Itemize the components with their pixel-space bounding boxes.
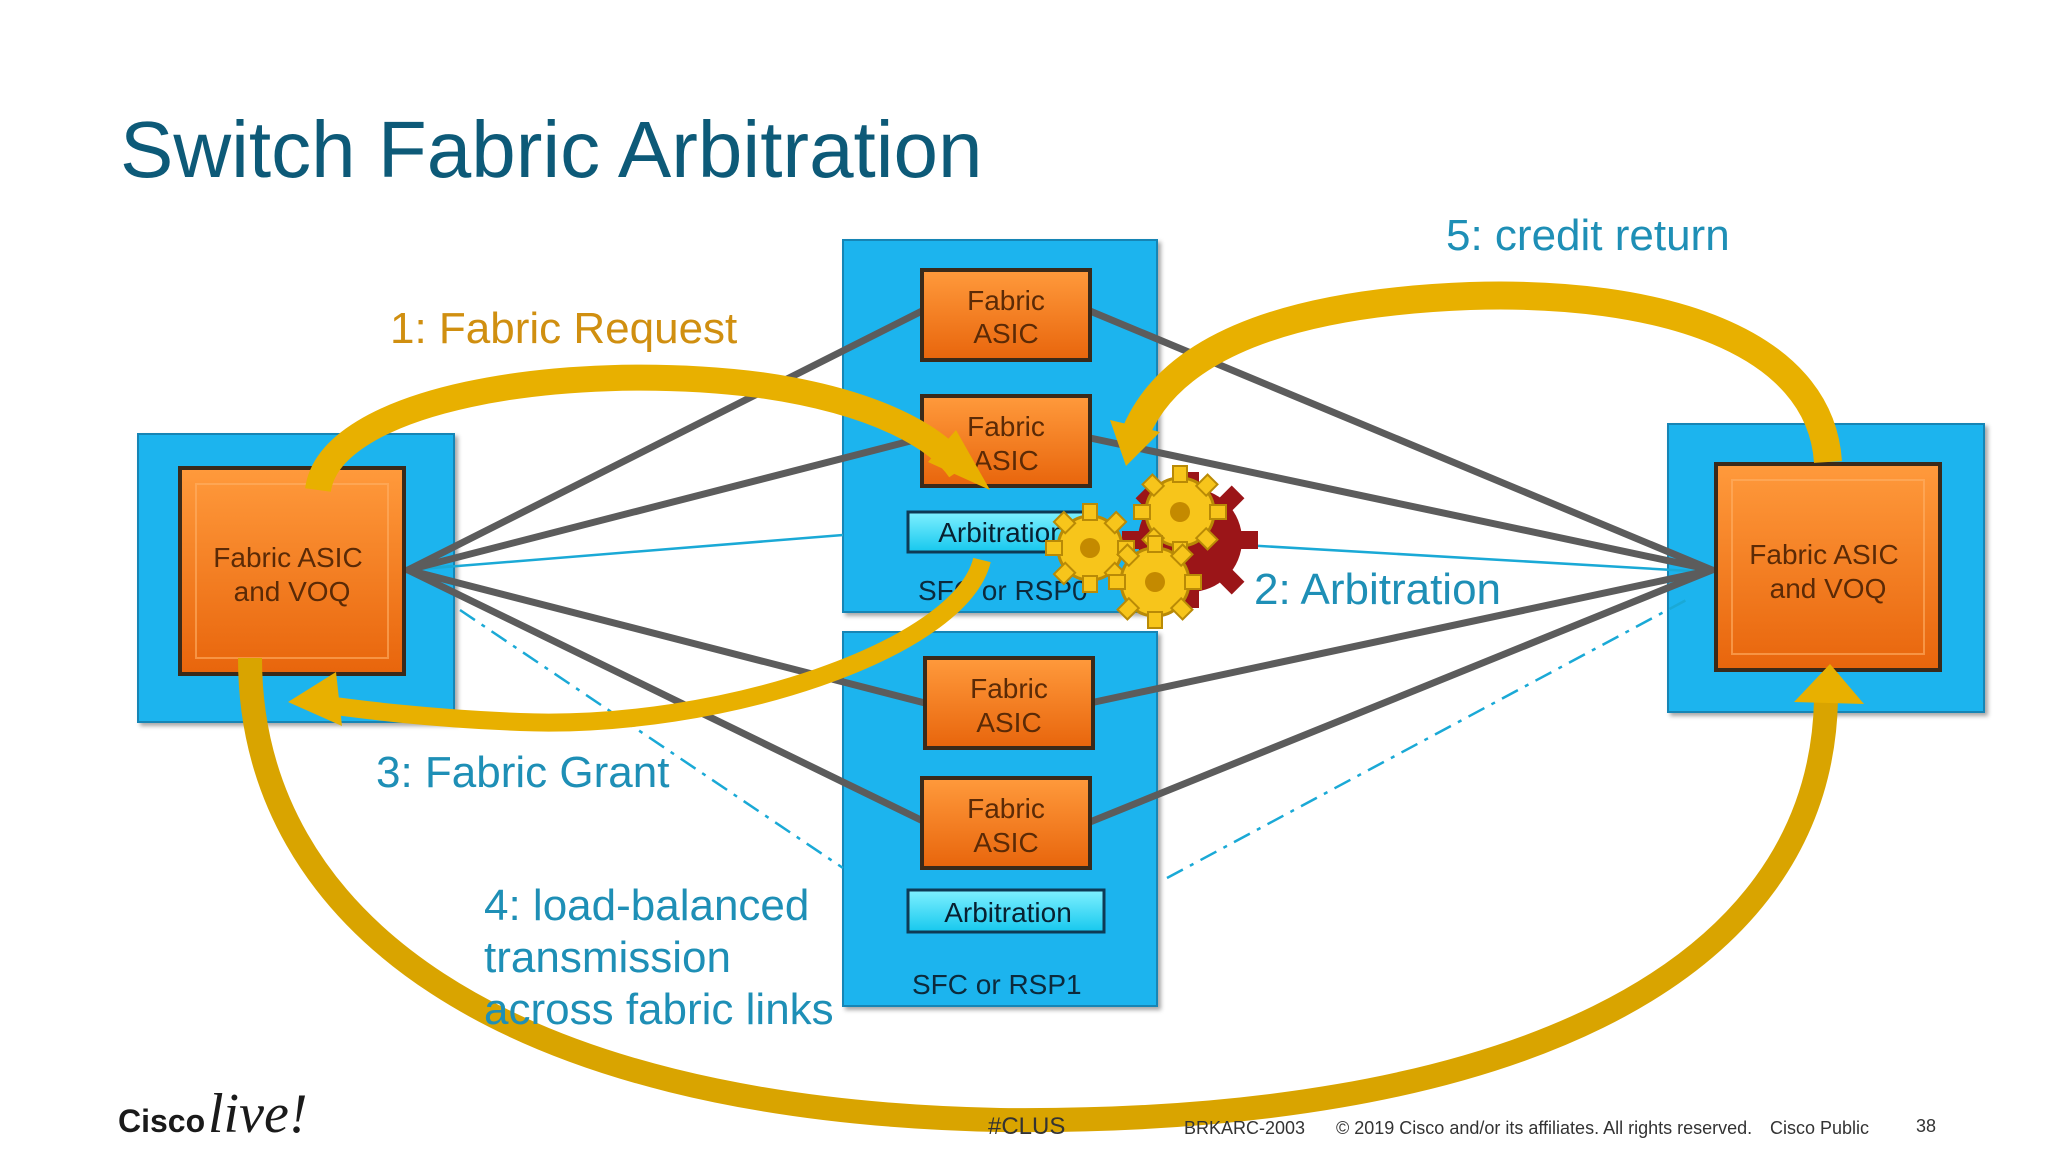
transmission-arrow <box>238 657 1838 1133</box>
page-number-text: 38 <box>1916 1116 1936 1136</box>
fabric-asic-1-line1: Fabric <box>967 285 1045 316</box>
fabric-request-arrow <box>305 364 971 493</box>
fabric-asic-4-line2: ASIC <box>973 827 1038 858</box>
left-linecard-label-line1: Fabric ASIC <box>213 542 362 573</box>
session-code-text: BRKARC-2003 <box>1184 1118 1305 1138</box>
fabric-asic-3-line1: Fabric <box>970 673 1048 704</box>
slide-title: Switch Fabric Arbitration <box>120 105 983 194</box>
cisco-logo-text: Cisco <box>118 1103 205 1139</box>
classification-text: Cisco Public <box>1770 1118 1869 1138</box>
arbitration-label-rsp0: Arbitration <box>938 517 1066 548</box>
step-2-label: 2: Arbitration <box>1254 565 1501 614</box>
left-linecard-label-line2: and VOQ <box>234 576 351 607</box>
step-4-label-line2: transmission <box>484 933 731 982</box>
right-linecard-label-line2: and VOQ <box>1770 573 1887 604</box>
credit-return-arrowhead <box>1110 420 1160 466</box>
arbitration-box-rsp1: Arbitration <box>906 888 1106 934</box>
rsp1-label: SFC or RSP1 <box>912 969 1082 1000</box>
fabric-grant-arrowhead <box>288 672 342 726</box>
left-linecard-asic: Fabric ASIC and VOQ <box>178 466 406 676</box>
right-linecard-asic: Fabric ASIC and VOQ <box>1714 462 1942 672</box>
hashtag-text: #CLUS <box>988 1113 1065 1140</box>
step-3-label: 3: Fabric Grant <box>376 748 669 797</box>
step-arrows <box>238 281 1864 1133</box>
gears-icon <box>1045 465 1258 629</box>
step-5-label: 5: credit return <box>1446 211 1730 260</box>
fabric-asic-4-line1: Fabric <box>967 793 1045 824</box>
fabric-asic-4: Fabric ASIC <box>920 776 1092 870</box>
step-4-label-line3: across fabric links <box>484 985 834 1034</box>
fabric-asic-1-line2: ASIC <box>973 318 1038 349</box>
credit-return-arrow <box>1118 281 1842 464</box>
fabric-asic-3-line2: ASIC <box>976 707 1041 738</box>
arbitration-label-rsp1: Arbitration <box>944 897 1072 928</box>
right-linecard-label-line1: Fabric ASIC <box>1749 539 1898 570</box>
fabric-asic-3: Fabric ASIC <box>923 656 1095 750</box>
fabric-asic-2-line2: ASIC <box>973 445 1038 476</box>
copyright-text: © 2019 Cisco and/or its affiliates. All … <box>1336 1118 1752 1138</box>
step-1-label: 1: Fabric Request <box>390 304 737 353</box>
transmission-arrowhead <box>1794 664 1864 704</box>
fabric-request-arrowhead <box>928 430 990 490</box>
live-logo-text: live! <box>208 1083 307 1145</box>
step-4-label-line1: 4: load-balanced <box>484 881 809 930</box>
fabric-grant-arrow <box>318 557 991 732</box>
fabric-asic-1: Fabric ASIC <box>920 268 1092 362</box>
fabric-asic-2-line1: Fabric <box>967 411 1045 442</box>
